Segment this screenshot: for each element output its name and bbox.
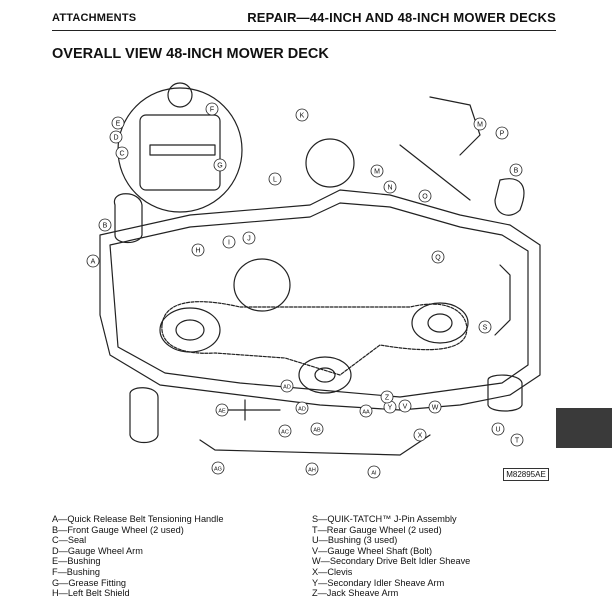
- legend-item: C—Seal: [52, 535, 87, 546]
- svg-text:W: W: [432, 405, 439, 412]
- legend-item: Z—Jack Sheave Arm: [312, 588, 399, 599]
- legend-item: W—Secondary Drive Belt Idler Sheave: [312, 556, 471, 567]
- legend-item: S—QUIK-TATCH™ J-Pin Assembly: [312, 514, 457, 524]
- svg-text:E: E: [116, 121, 121, 128]
- svg-text:J: J: [247, 236, 251, 243]
- svg-text:AE: AE: [218, 409, 226, 415]
- gearbox: [233, 258, 291, 312]
- svg-text:U: U: [495, 427, 500, 434]
- svg-text:A: A: [91, 259, 96, 266]
- legend-item: H—Left Belt Shield: [52, 588, 130, 599]
- svg-text:AH: AH: [308, 468, 316, 474]
- center-sheave: [298, 356, 352, 394]
- legend-item: A—Quick Release Belt Tensioning Handle: [52, 514, 224, 524]
- legend-item: B—Front Gauge Wheel (2 used): [52, 524, 184, 535]
- legend-item: X—Clevis: [312, 566, 353, 577]
- svg-text:Z: Z: [385, 395, 390, 402]
- figure-id: M82895AE: [503, 468, 549, 481]
- svg-text:I: I: [228, 240, 230, 247]
- svg-text:T: T: [515, 438, 520, 445]
- svg-text:AD: AD: [298, 407, 306, 413]
- deck-outline: [99, 189, 541, 411]
- legend-item: F—Bushing: [52, 566, 101, 577]
- legend-item: Y—Secondary Idler Sheave Arm: [312, 577, 445, 588]
- legend-item: V—Gauge Wheel Shaft (Bolt): [312, 545, 433, 556]
- drive-belt: [161, 301, 468, 376]
- svg-text:AC: AC: [281, 430, 289, 436]
- svg-text:M: M: [374, 169, 380, 176]
- svg-text:Y: Y: [388, 405, 393, 412]
- svg-text:X: X: [418, 433, 423, 440]
- mower-deck-diagram: A B B C D E F G H I J K L M M N O P Q S …: [86, 82, 541, 479]
- svg-text:AI: AI: [371, 471, 377, 477]
- section-tab-marker: [556, 408, 612, 448]
- deck-rim: [109, 202, 529, 398]
- legend-item: D—Gauge Wheel Arm: [52, 545, 143, 556]
- svg-text:C: C: [119, 151, 124, 158]
- svg-text:Q: Q: [435, 255, 441, 262]
- legend-item: U—Bushing (3 used): [312, 535, 398, 546]
- svg-text:F: F: [210, 107, 214, 114]
- svg-text:P: P: [500, 131, 505, 138]
- svg-text:O: O: [422, 194, 428, 201]
- left-sheave: [159, 307, 221, 353]
- svg-text:AG: AG: [214, 467, 222, 473]
- svg-text:M: M: [477, 122, 483, 129]
- svg-text:B: B: [103, 223, 108, 230]
- svg-text:L: L: [273, 177, 277, 184]
- chapter-title: REPAIR—44-INCH AND 48-INCH MOWER DECKS: [247, 10, 556, 25]
- svg-text:K: K: [300, 113, 305, 120]
- legend-item: E—Bushing: [52, 556, 101, 567]
- svg-text:AD: AD: [283, 385, 291, 391]
- svg-text:H: H: [195, 248, 200, 255]
- page-title: OVERALL VIEW 48-INCH MOWER DECK: [52, 46, 329, 62]
- svg-text:B: B: [514, 168, 519, 175]
- legend-item: T—Rear Gauge Wheel (2 used): [312, 524, 442, 535]
- svg-text:N: N: [387, 185, 392, 192]
- right-sheave: [411, 302, 469, 344]
- legend-item: G—Grease Fitting: [52, 577, 127, 588]
- section-label: ATTACHMENTS: [52, 12, 137, 24]
- svg-text:S: S: [483, 325, 488, 332]
- svg-text:G: G: [217, 163, 222, 170]
- svg-text:AB: AB: [313, 428, 321, 434]
- svg-text:AA: AA: [362, 410, 370, 416]
- page-header: ATTACHMENTS REPAIR—44-INCH AND 48-INCH M…: [52, 10, 556, 31]
- svg-text:V: V: [403, 404, 408, 411]
- svg-text:D: D: [113, 135, 118, 142]
